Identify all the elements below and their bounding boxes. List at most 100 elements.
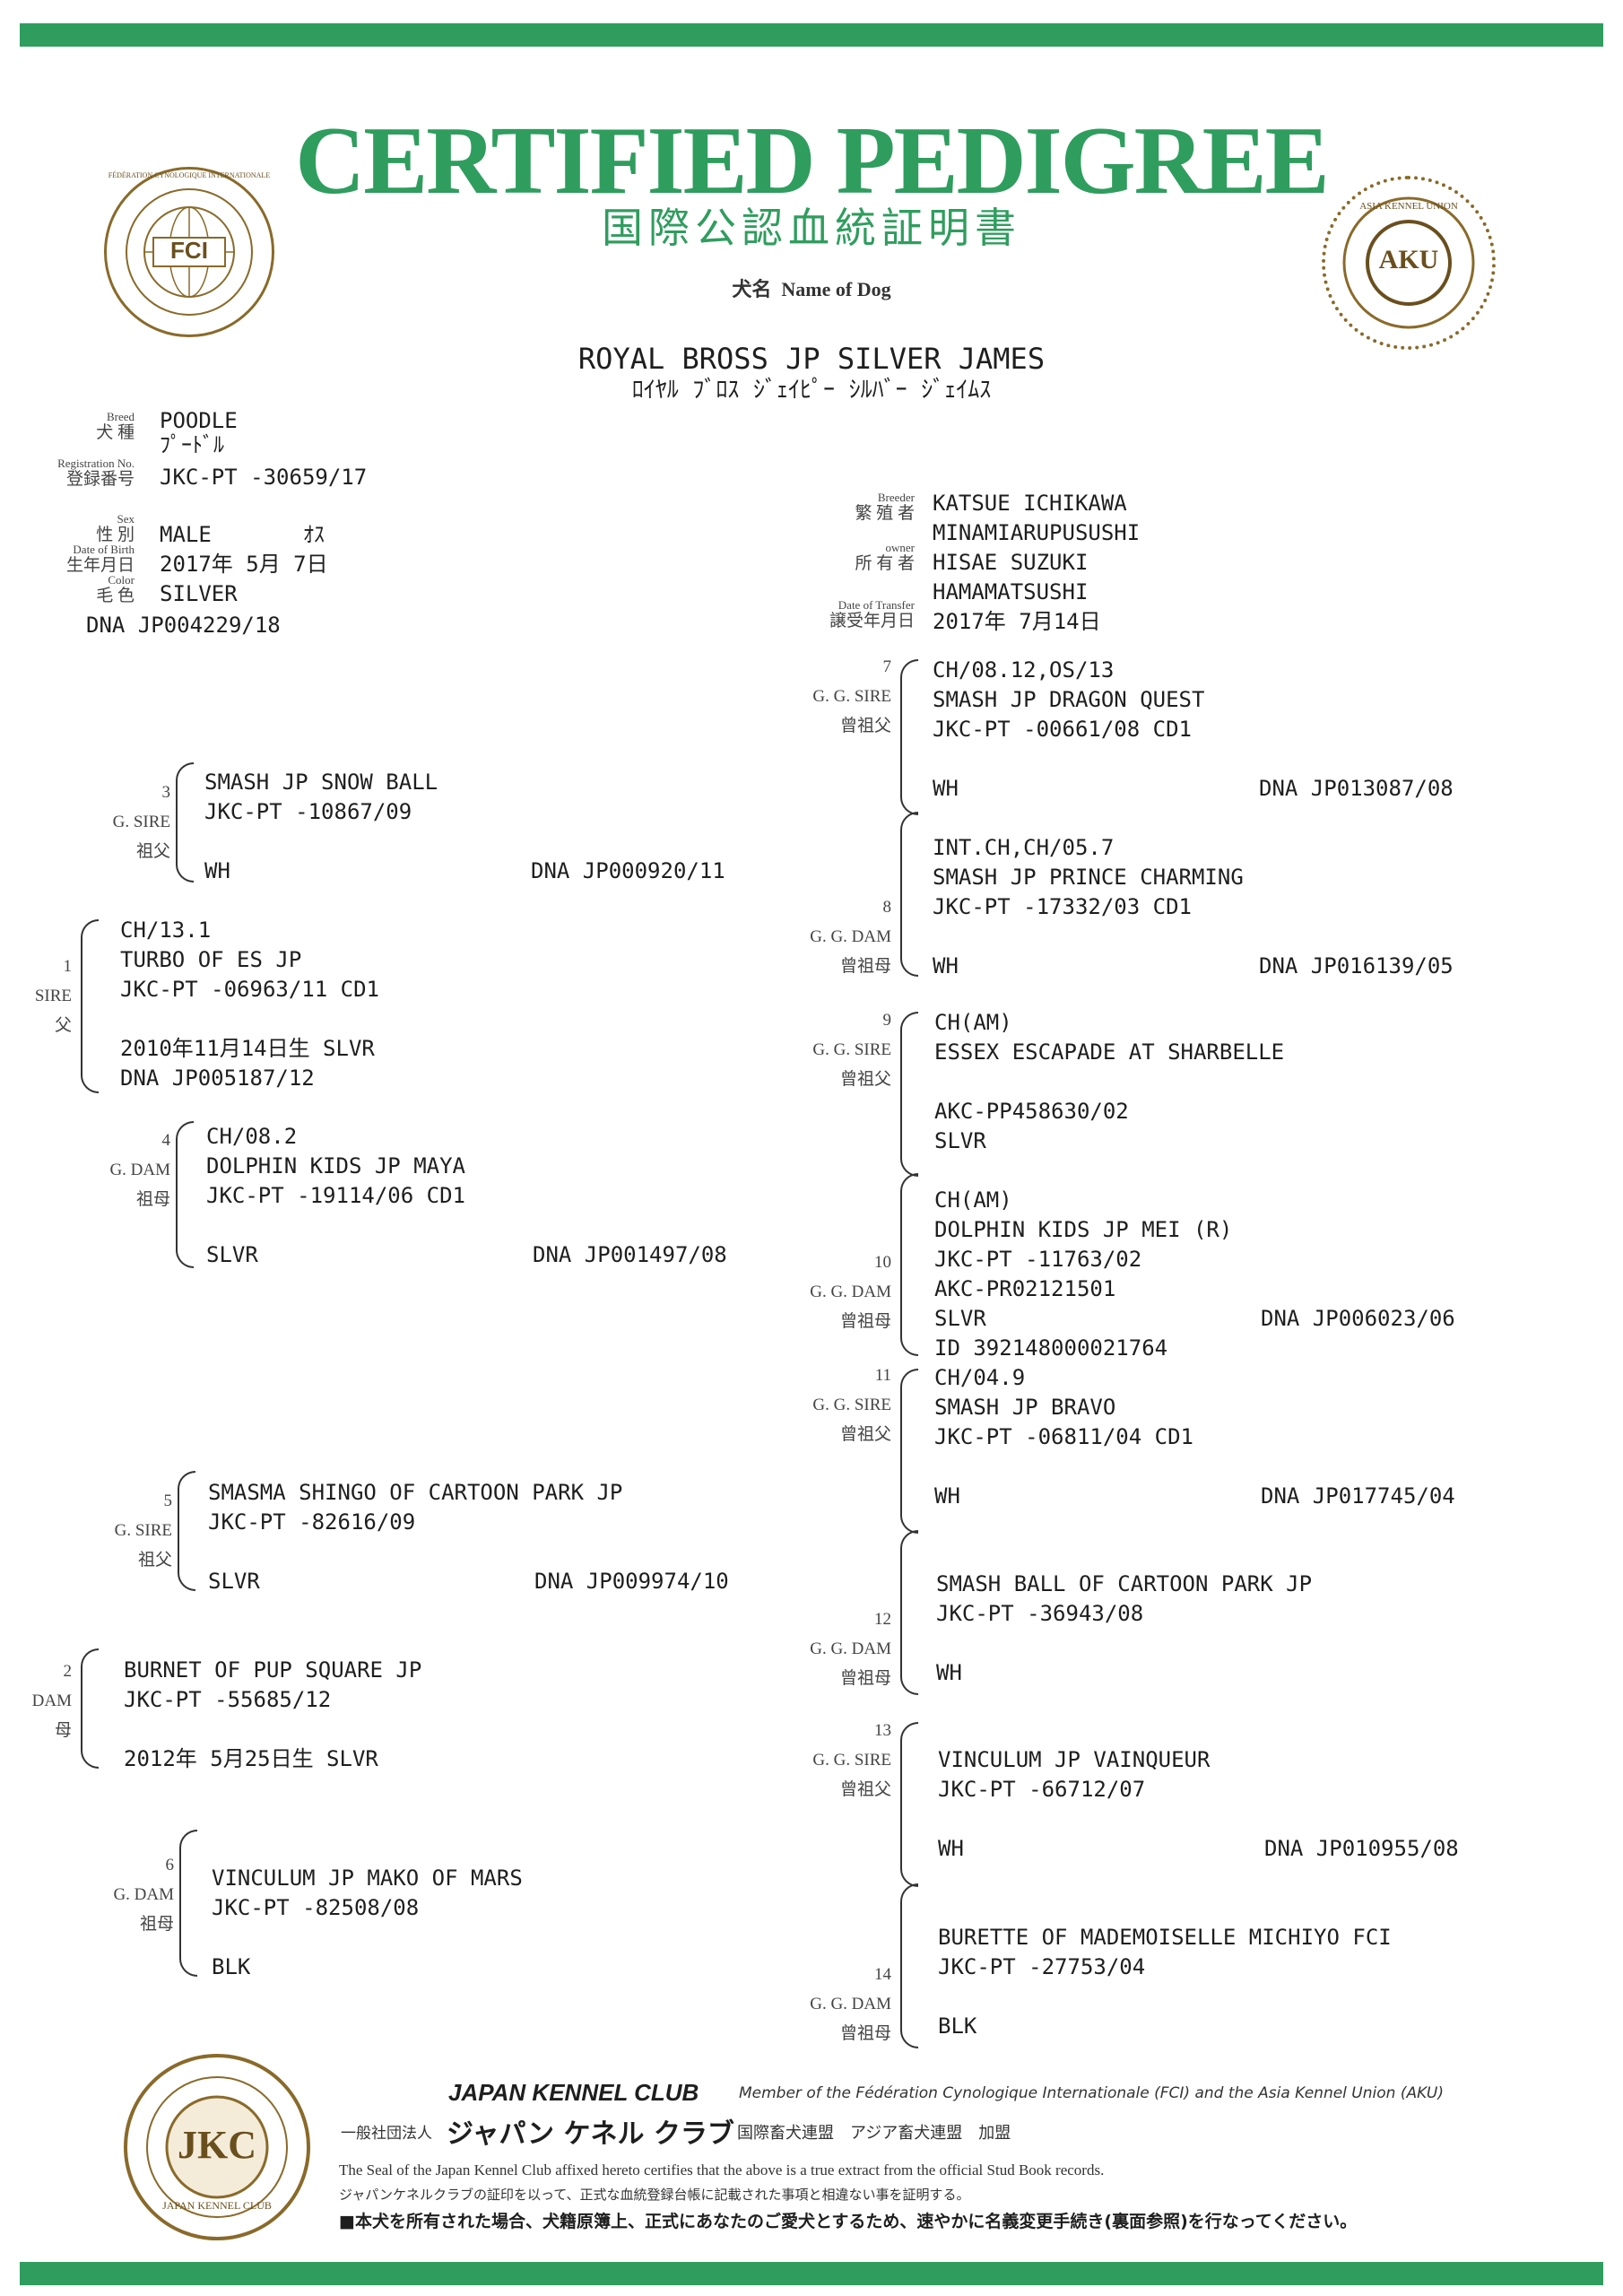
ggp-line: CH/04.9	[934, 1365, 1026, 1390]
ggp11-label: 11 G. G. SIRE 曾祖父	[789, 1361, 891, 1450]
ggp-line: WH	[938, 1836, 964, 1861]
gp-role-jp: 祖母	[135, 1190, 170, 1209]
ggp7-dna: DNA JP013087/08	[1259, 776, 1454, 801]
ggp-num: 8	[882, 898, 892, 917]
parent-num: 2	[63, 1662, 73, 1681]
ggp-role-jp: 曾祖母	[839, 1312, 891, 1331]
gp-line: SMASMA SHINGO OF CARTOON PARK JP	[208, 1480, 623, 1505]
ggp11-entry: CH/04.9 SMASH JP BRAVO JKC-PT -06811/04 …	[934, 1363, 1193, 1511]
gp4-brace	[176, 1121, 194, 1268]
ggp9-label: 9 G. G. SIRE 曾祖父	[789, 1006, 891, 1095]
footer-org-prefix: 一般社団法人	[341, 2125, 432, 2143]
ggp-line: JKC-PT -17332/03 CD1	[933, 894, 1192, 919]
breeder-place: MINAMIARUPUSUSHI	[933, 520, 1141, 545]
ggp-line: WH	[936, 1660, 962, 1685]
ggp-line	[938, 1805, 1210, 1834]
ggp-role-jp: 曾祖父	[839, 717, 891, 735]
gp-line	[204, 827, 438, 857]
ggp14-label: 14 G. G. DAM 曾祖母	[789, 1961, 891, 2049]
ggp-num: 11	[874, 1366, 891, 1385]
sire-brace	[81, 919, 99, 1093]
gp5-entry: SMASMA SHINGO OF CARTOON PARK JP JKC-PT …	[208, 1478, 622, 1596]
ggp14-entry: BURETTE OF MADEMOISELLE MICHIYO FCI JKC-…	[938, 1923, 1392, 2041]
sire-line: DNA JP005187/12	[120, 1065, 315, 1091]
aku-emblem-icon	[1342, 196, 1475, 329]
color-value: SILVER	[160, 581, 238, 606]
dog-dna: DNA JP004229/18	[86, 613, 281, 638]
sex-kana: ｵｽ	[303, 522, 325, 547]
ggp-line: AKC-PR02121501	[934, 1276, 1116, 1301]
gp-role-jp: 祖父	[135, 842, 170, 861]
gp-line: SLVR	[206, 1242, 258, 1267]
breed-label-jp: 犬 種	[96, 423, 135, 442]
gp-role-en: G. SIRE	[114, 1521, 172, 1540]
breeder-label-jp: 繁 殖 者	[855, 504, 915, 523]
dob-label-en: Date of Birth	[73, 543, 135, 556]
ggp-line	[938, 1982, 1392, 2012]
ggp-line	[934, 1452, 1193, 1482]
transfer-label-jp: 譲受年月日	[829, 612, 915, 631]
name-label: 犬名 Name of Dog	[0, 274, 1623, 302]
ggp-line: JKC-PT -66712/07	[938, 1777, 1146, 1802]
reg-label-en: Registration No.	[57, 457, 135, 470]
ggp-role-jp: 曾祖父	[839, 1780, 891, 1799]
gp-line	[206, 1211, 465, 1240]
ggp-num: 7	[882, 657, 892, 676]
ggp-role-jp: 曾祖父	[839, 1070, 891, 1089]
ggp13-dna: DNA JP010955/08	[1264, 1836, 1459, 1861]
gp-line: JKC-PT -82616/09	[208, 1509, 416, 1535]
gp-line	[212, 1923, 523, 1952]
gp3-brace	[176, 762, 194, 883]
breeder-label-en: Breeder	[877, 491, 915, 504]
ggp-role-jp: 曾祖母	[839, 1669, 891, 1688]
ggp10-entry: CH(AM) DOLPHIN KIDS JP MEI (R) JKC-PT -1…	[934, 1186, 1232, 1363]
ggp-line: DOLPHIN KIDS JP MEI (R)	[934, 1217, 1233, 1242]
ggp8-entry: INT.CH,CH/05.7 SMASH JP PRINCE CHARMING …	[933, 833, 1244, 981]
reg-label-jp: 登録番号	[65, 470, 135, 489]
ggp12-brace	[900, 1530, 918, 1695]
color-label-en: Color	[108, 573, 135, 587]
dog-name: ROYAL BROSS JP SILVER JAMES	[577, 342, 1046, 376]
gp6-brace	[179, 1830, 197, 1977]
ggp-role-en: G. G. SIRE	[812, 1751, 891, 1770]
gp-num: 4	[161, 1131, 171, 1150]
transfer-date: 2017年 7月14日	[933, 609, 1101, 634]
ggp-role-en: G. G. DAM	[810, 1995, 891, 2013]
gp4-dna: DNA JP001497/08	[533, 1242, 727, 1267]
fci-seal-text: FCI	[170, 237, 208, 264]
name-label-en: Name of Dog	[781, 278, 891, 300]
ggp-line: SMASH JP BRAVO	[934, 1395, 1116, 1420]
gp-num: 5	[163, 1492, 173, 1510]
parent-label-dam: 2 DAM 母	[18, 1657, 72, 1746]
ggp-line	[936, 1629, 1312, 1658]
footer-notice: ■本犬を所有された場合、犬籍原簿上、正式にあなたのご愛犬とするため、速やかに名義…	[339, 2212, 1358, 2231]
ggp-line: JKC-PT -11763/02	[934, 1247, 1142, 1272]
footer-org-name: ジャパン ケネル クラブ	[447, 2118, 734, 2150]
dam-line: JKC-PT -55685/12	[124, 1687, 332, 1712]
ggp-line: AKC-PP458630/02	[934, 1099, 1129, 1124]
gp5-brace	[178, 1471, 195, 1591]
reg-label: Registration No.登録番号	[47, 457, 135, 490]
parent-role-jp: 父	[54, 1016, 72, 1035]
ggp-role-en: G. G. DAM	[810, 927, 891, 946]
ggp-num: 10	[874, 1253, 891, 1272]
footer-seal-jp: ジャパンケネルクラブの証印を以って、正式な血統登録台帳に記載された事項と相違ない…	[339, 2187, 970, 2203]
breed-value: POODLE	[160, 408, 238, 433]
gp4-label: 4 G. DAM 祖母	[86, 1126, 170, 1215]
ggp-role-jp: 曾祖父	[839, 1425, 891, 1444]
ggp-num: 14	[874, 1965, 891, 1984]
owner-label-en: owner	[885, 541, 916, 554]
gp-line: DOLPHIN KIDS JP MAYA	[206, 1153, 465, 1178]
ggp9-brace	[900, 1012, 918, 1177]
sex-value: MALE	[160, 522, 212, 547]
ggp-line: SMASH JP PRINCE CHARMING	[933, 865, 1244, 890]
ggp-line	[933, 922, 1244, 952]
ggp-role-en: G. G. DAM	[810, 1639, 891, 1658]
ggp-role-en: G. G. SIRE	[812, 1396, 891, 1414]
gp-line: SLVR	[208, 1569, 260, 1594]
footer-club-name: JAPAN KENNEL CLUB	[448, 2079, 699, 2106]
jkc-seal-text: JKC	[178, 2123, 256, 2167]
